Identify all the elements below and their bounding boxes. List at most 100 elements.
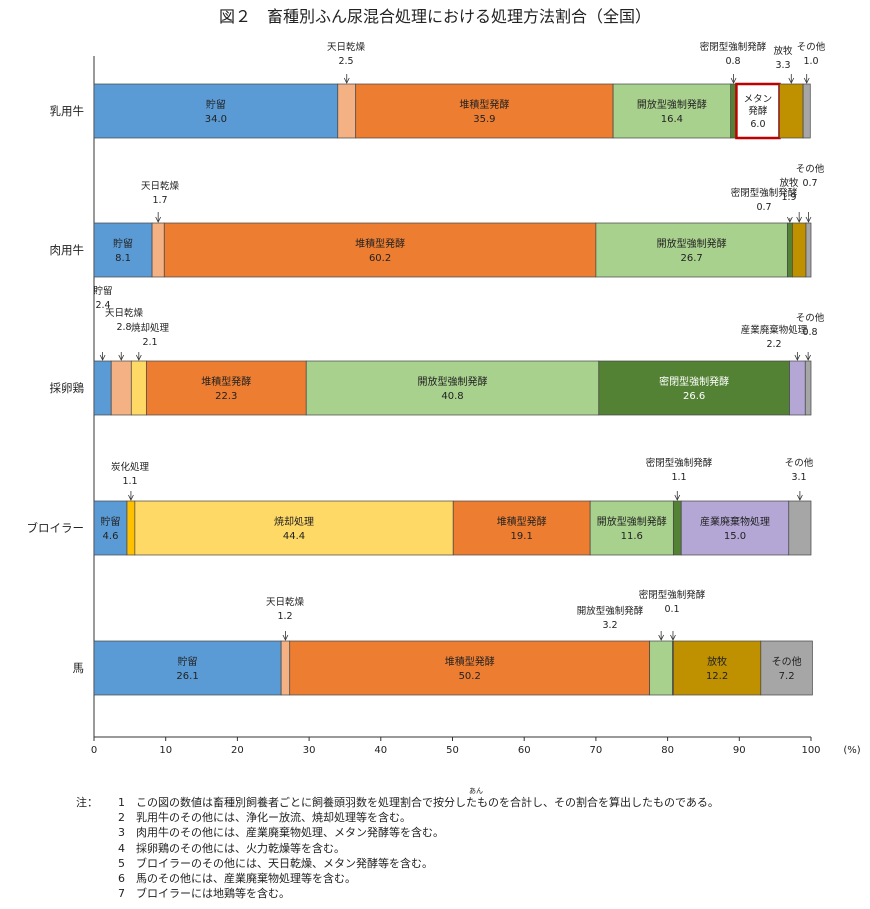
x-tick-label: 50 — [446, 745, 459, 756]
x-tick-label: 0 — [91, 745, 97, 756]
callout-arrowhead — [343, 77, 350, 84]
bar-segment — [305, 360, 600, 416]
bar-segment — [151, 222, 165, 278]
callout-value: 3.1 — [791, 472, 806, 483]
segment-label: 開放型強制発酵 — [418, 375, 488, 388]
segment-label: その他 — [772, 655, 802, 668]
callout-label: 炭化処理 — [111, 461, 150, 473]
callout-label: その他 — [796, 163, 825, 175]
note-prefix — [76, 856, 118, 871]
x-tick-label: 20 — [231, 745, 244, 756]
callout-value: 1.1 — [122, 476, 137, 487]
callout-label: その他 — [797, 41, 826, 53]
bar-segment — [804, 360, 812, 416]
bar-segment — [789, 360, 806, 416]
segment-label: 堆積型発酵 — [445, 655, 495, 668]
segment-label: 発酵 — [748, 105, 768, 117]
bar-segment — [760, 640, 813, 696]
segment-value: 22.3 — [215, 391, 237, 402]
callout-value: 0.1 — [664, 604, 679, 615]
segment-label: 密閉型強制発酵 — [659, 375, 729, 388]
segment-value: 6.0 — [750, 119, 765, 130]
bar-segment — [289, 640, 651, 696]
callout-value: 0.8 — [725, 56, 740, 67]
segment-value: 44.4 — [283, 531, 305, 542]
bar-segment — [779, 83, 804, 139]
callout-value: 1.2 — [277, 611, 292, 622]
segment-value: 4.6 — [103, 531, 119, 542]
bar-segment — [355, 83, 614, 139]
callout-arrowhead — [797, 494, 803, 501]
segment-value: 60.2 — [369, 253, 391, 264]
callout-label: 焼却処理 — [131, 322, 170, 334]
bar-segment — [93, 640, 282, 696]
bar-segment — [735, 82, 781, 140]
callout-label: 放牧 — [773, 45, 793, 57]
bar-segment — [126, 500, 136, 556]
segment-value: 50.2 — [459, 671, 481, 682]
segment-label: 堆積型発酵 — [497, 515, 547, 528]
bar-segment — [672, 500, 682, 556]
bar-segment — [163, 222, 597, 278]
note-text: 肉用牛のその他には、産業廃棄物処理、メタン発酵等を含む。 — [136, 826, 444, 840]
callout-arrowhead — [674, 494, 681, 501]
callout-label: 密閉型強制発酵 — [646, 457, 713, 469]
segment-label: 放牧 — [707, 655, 727, 668]
x-tick-label: 30 — [303, 745, 316, 756]
note-number: 1 — [118, 796, 125, 809]
x-tick-label: 100 — [801, 745, 820, 756]
bar-segment — [280, 640, 291, 696]
callout-arrowhead — [788, 77, 795, 84]
bar-segment — [337, 83, 357, 139]
segment-label: 開放型強制発酵 — [637, 98, 707, 111]
callout-value: 2.8 — [116, 322, 131, 333]
callout-label: 天日乾燥 — [141, 180, 180, 192]
segment-label: 堆積型発酵 — [355, 237, 405, 250]
segment-label: 開放型強制発酵 — [597, 515, 667, 528]
callout-label: 天日乾燥 — [266, 596, 305, 608]
bar-segment — [786, 222, 793, 278]
callout-arrowhead — [135, 354, 142, 361]
callout-label: 産業廃棄物処理 — [741, 324, 808, 336]
note-number: 4 — [118, 841, 125, 855]
note-prefix: 注： — [76, 796, 98, 809]
note-text: ブロイラーには地鶏等を含む。 — [136, 887, 290, 901]
segment-value: 26.1 — [176, 671, 198, 682]
bar-segment — [93, 500, 128, 556]
callout-value: 1.1 — [671, 472, 686, 483]
callout-value: 0.8 — [802, 327, 817, 338]
callout-value: 2.2 — [766, 339, 781, 350]
callout-arrowhead — [658, 634, 665, 641]
segment-label: 貯留 — [113, 237, 133, 250]
callout-arrowhead — [805, 216, 812, 223]
note-text: この図の数値は畜種別飼養者ごとに飼養頭羽数を処理割合で按分したものを合計し、その… — [136, 796, 719, 809]
bar-segment — [788, 500, 812, 556]
chart-title: 図２ 畜種別ふん尿混合処理における処理方法割合（全国） — [219, 7, 651, 26]
bar-segment — [145, 360, 307, 416]
callout-arrowhead — [805, 354, 811, 361]
callout-arrowhead — [803, 77, 810, 84]
bar-segment — [110, 360, 132, 416]
callout-label: 貯留 — [93, 285, 112, 297]
segment-label: メタン — [744, 94, 773, 105]
callout-arrowhead — [794, 354, 801, 361]
bar-segment — [93, 360, 112, 416]
note-prefix — [76, 871, 118, 886]
note-number: 5 — [118, 856, 125, 870]
callout-arrowhead — [796, 216, 803, 223]
bar-segment — [792, 222, 807, 278]
bar-segment — [649, 640, 673, 696]
row-label: 肉用牛 — [50, 243, 85, 257]
callout-value: 3.3 — [775, 60, 790, 71]
row-label: 馬 — [73, 661, 85, 675]
callout-label: その他 — [785, 457, 814, 469]
callout-value: 2.4 — [95, 300, 110, 311]
callout-label: 開放型強制発酵 — [577, 605, 644, 617]
callout-arrowhead — [282, 634, 289, 641]
callout-label: その他 — [796, 312, 825, 324]
bar-segment — [595, 222, 788, 278]
callout-label: 密閉型強制発酵 — [639, 589, 706, 601]
callout-arrowhead — [99, 354, 106, 361]
